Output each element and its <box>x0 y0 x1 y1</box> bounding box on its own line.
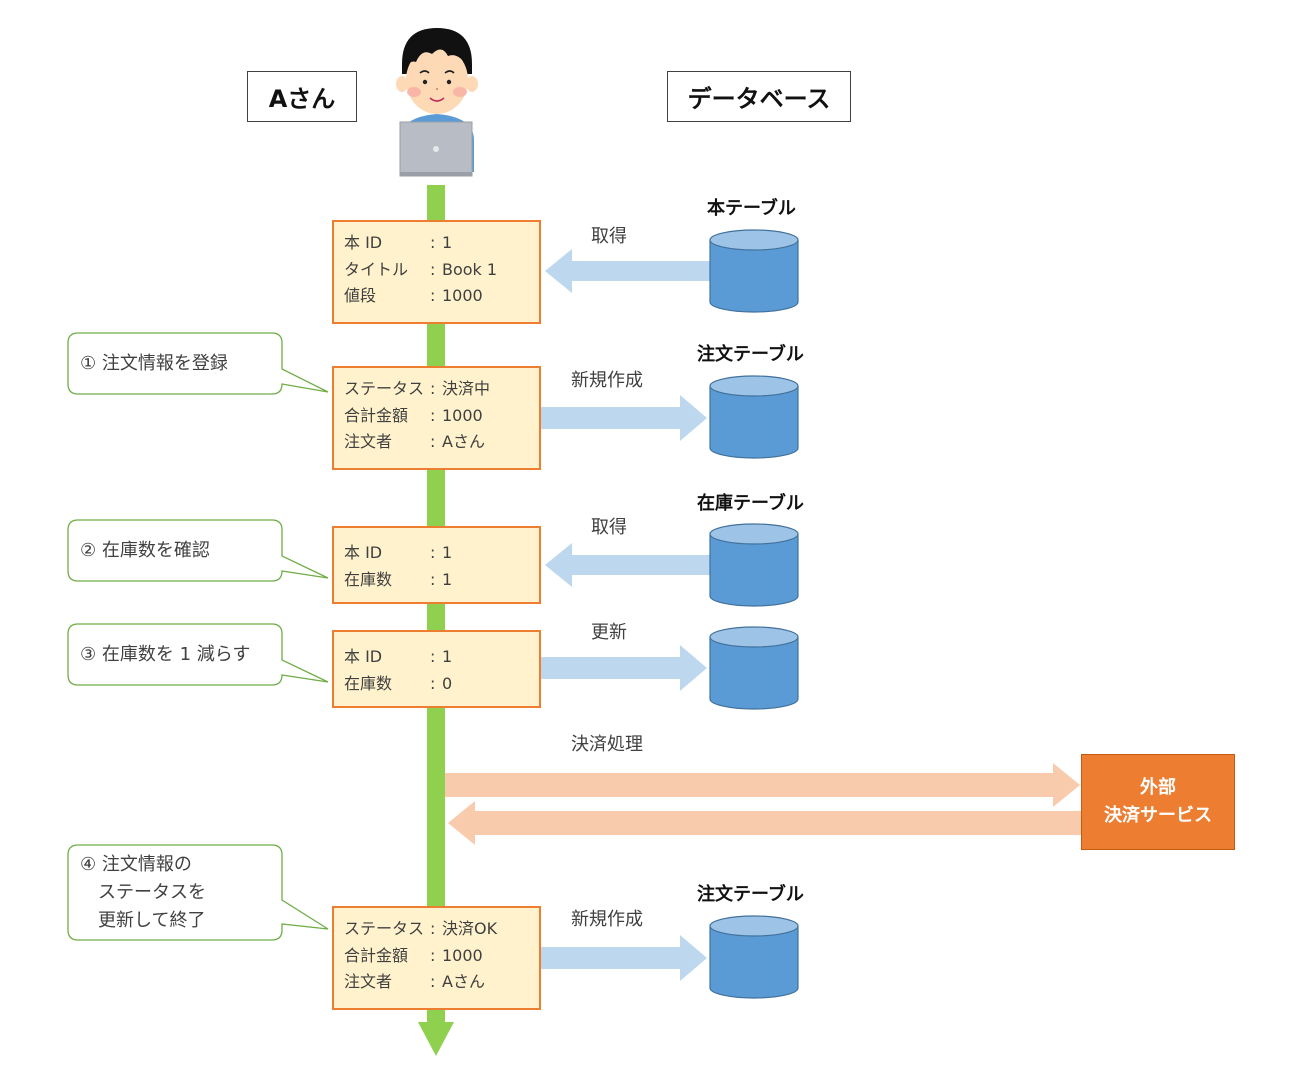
record-separator: : <box>430 919 436 938</box>
arrow-to-stock-table <box>541 645 707 691</box>
operation-label-get-stock: 取得 <box>591 517 627 538</box>
record-separator: : <box>430 569 436 589</box>
record-row: 本 ID:1 <box>344 230 539 257</box>
record-value: 1 <box>442 543 453 562</box>
record-separator: : <box>430 647 436 666</box>
callout-step-3: ③ 在庫数を 1 減らす <box>80 644 251 665</box>
record-value: 1 <box>442 233 453 252</box>
record-key: 本 ID <box>344 233 383 252</box>
arrow-to-order-table <box>541 395 707 441</box>
record-separator: : <box>430 432 436 451</box>
record-key: ステータス <box>344 379 425 398</box>
actor-user-text: Aさん <box>268 85 336 113</box>
payment-service-line1: 外部 <box>1140 777 1176 798</box>
actor-database-text: データベース <box>687 85 831 113</box>
arrow-from-payment-service <box>448 801 1081 845</box>
record-separator: : <box>430 379 436 398</box>
db-cylinder-stock-table <box>709 523 799 607</box>
record-separator: : <box>430 945 436 965</box>
table-name-stock: 在庫テーブル <box>697 493 804 514</box>
operation-label-create-order-2: 新規作成 <box>571 909 643 930</box>
callout-shape-2 <box>67 519 329 582</box>
external-payment-service: 外部 決済サービス <box>1081 754 1235 850</box>
record-key: 値段 <box>344 286 377 305</box>
record-value: 決済中 <box>442 379 491 398</box>
table-name-book: 本テーブル <box>707 198 796 219</box>
record-row: ステータス: 決済中 <box>344 376 539 403</box>
actor-user-label: Aさん <box>247 71 357 122</box>
record-value: 0 <box>442 673 453 693</box>
record-separator: : <box>430 259 436 279</box>
record-value: 1000 <box>442 945 483 965</box>
record-key: 合計金額 <box>344 945 409 965</box>
record-separator: : <box>430 233 436 252</box>
lifeline-arrow-head <box>418 1022 454 1056</box>
record-key: 在庫数 <box>344 673 393 693</box>
table-name-order: 注文テーブル <box>697 344 804 365</box>
callout-shape-4 <box>67 844 329 941</box>
db-cylinder-order-table-2 <box>709 915 799 999</box>
record-value: 1 <box>442 647 453 666</box>
record-value: Aさん <box>442 972 485 991</box>
record-row: ステータス: 決済OK <box>344 916 539 943</box>
record-row: 在庫数:0 <box>344 671 539 698</box>
callout-step-1: ① 注文情報を登録 <box>80 353 228 374</box>
record-stock-updated: 本 ID:1 在庫数:0 <box>332 630 541 708</box>
record-key: 本 ID <box>344 647 383 666</box>
record-key: 注文者 <box>344 972 393 991</box>
record-row: 注文者: Aさん <box>344 429 539 456</box>
record-row: 在庫数:1 <box>344 567 539 594</box>
record-separator: : <box>430 286 436 305</box>
record-row: 合計金額:1000 <box>344 403 539 430</box>
db-cylinder-order-table <box>709 375 799 459</box>
record-row: 注文者: Aさん <box>344 969 539 996</box>
callout-step-2: ② 在庫数を確認 <box>80 540 210 561</box>
callout-shape-3 <box>67 623 329 686</box>
record-order: ステータス: 決済中 合計金額:1000 注文者: Aさん <box>332 366 541 470</box>
record-key: 注文者 <box>344 432 393 451</box>
callout-step-4: ④ 注文情報の ステータスを 更新して終了 <box>80 854 206 931</box>
payment-service-line2: 決済サービス <box>1104 805 1212 826</box>
arrow-to-order-table-2 <box>541 935 707 981</box>
arrow-from-book-table <box>545 249 712 293</box>
record-value: 決済OK <box>442 919 498 938</box>
record-row: 本 ID:1 <box>344 540 539 567</box>
record-separator: : <box>430 543 436 562</box>
person-with-laptop-icon <box>396 28 478 177</box>
record-value: Aさん <box>442 432 485 451</box>
record-row: タイトル: Book 1 <box>344 257 539 284</box>
callout-shape-1 <box>67 332 329 395</box>
record-key: タイトル <box>344 259 409 279</box>
record-row: 値段:1000 <box>344 283 539 310</box>
table-name-order-2: 注文テーブル <box>697 884 804 905</box>
record-key: 合計金額 <box>344 405 409 425</box>
record-book: 本 ID:1 タイトル:Book 1 値段:1000 <box>332 220 541 324</box>
operation-label-payment: 決済処理 <box>571 734 643 755</box>
record-value: 1000 <box>442 286 483 305</box>
record-order-updated: ステータス: 決済OK 合計金額:1000 注文者: Aさん <box>332 906 541 1010</box>
record-stock: 本 ID:1 在庫数:1 <box>332 526 541 604</box>
record-separator: : <box>430 673 436 693</box>
record-value: 1000 <box>442 405 483 425</box>
record-key: 在庫数 <box>344 569 393 589</box>
operation-label-get-book: 取得 <box>591 226 627 247</box>
record-key: ステータス <box>344 919 425 938</box>
operation-label-update-stock: 更新 <box>591 622 627 643</box>
record-separator: : <box>430 405 436 425</box>
db-cylinder-stock-table-2 <box>709 626 799 710</box>
arrow-to-payment-service <box>445 763 1080 807</box>
record-row: 合計金額:1000 <box>344 943 539 970</box>
record-row: 本 ID:1 <box>344 644 539 671</box>
db-cylinder-book-table <box>709 229 799 313</box>
operation-label-create-order: 新規作成 <box>571 370 643 391</box>
actor-database-label: データベース <box>667 71 851 122</box>
arrow-from-stock-table <box>545 543 712 587</box>
record-value: Book 1 <box>442 259 498 279</box>
record-key: 本 ID <box>344 543 383 562</box>
record-separator: : <box>430 972 436 991</box>
record-value: 1 <box>442 569 453 589</box>
